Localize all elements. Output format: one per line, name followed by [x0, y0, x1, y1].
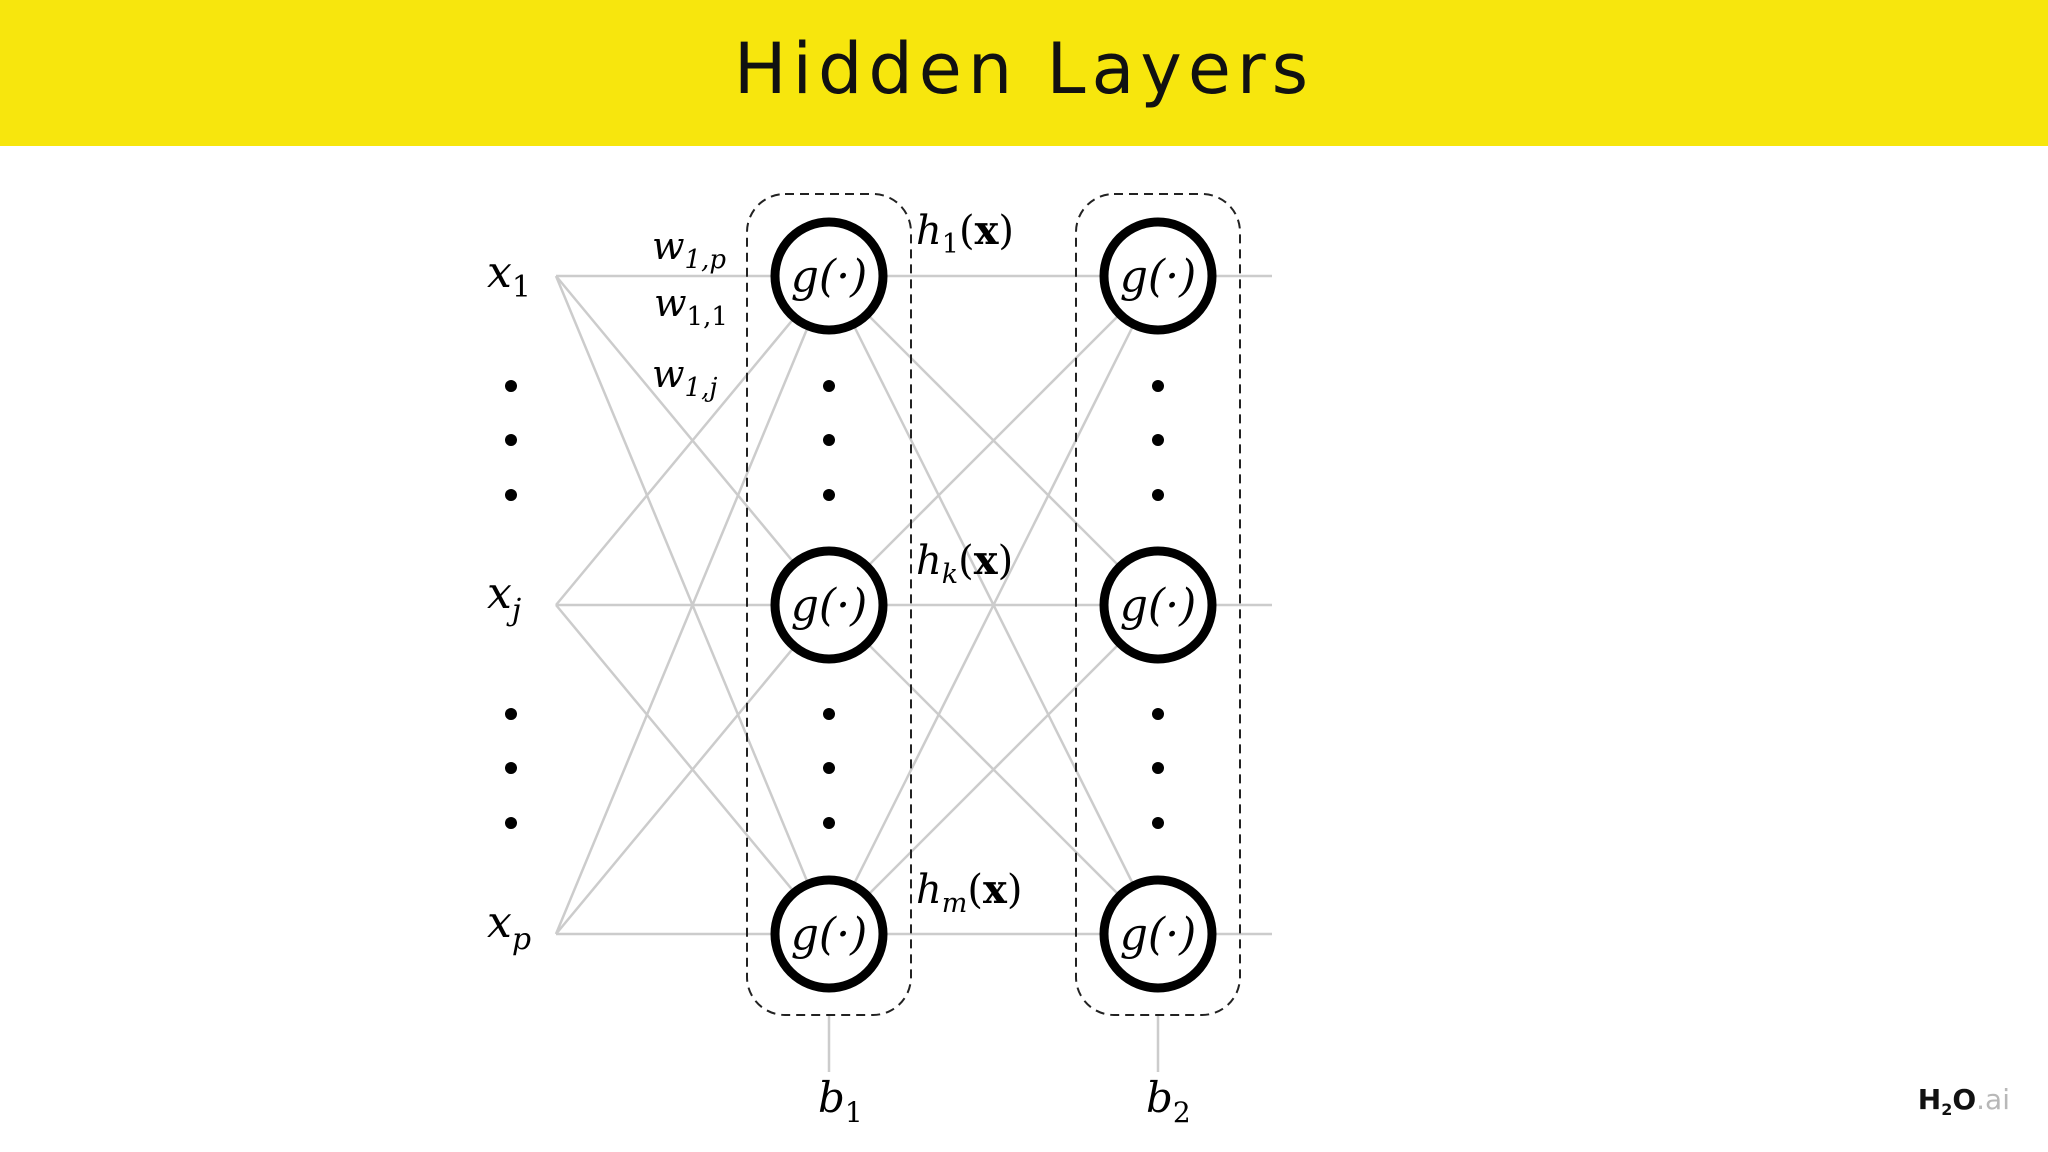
input-label-base: x [487, 897, 512, 948]
input-label-xj: xj [487, 568, 521, 628]
input-label-sub: p [512, 922, 531, 957]
ellipsis-dot [505, 434, 517, 446]
hidden-output-base: h [916, 208, 942, 254]
hidden-output-open: ( [959, 208, 975, 254]
edge-group [554, 274, 1272, 1072]
logo-text-sub: 2 [1941, 1100, 1953, 1119]
hidden-output-arg: x [974, 537, 999, 584]
edge-input-to-hidden1 [555, 604, 830, 935]
hidden-output-open: ( [958, 538, 974, 584]
ellipsis-dot [505, 708, 517, 720]
hidden-output-base: h [916, 538, 942, 584]
neuron-node-label: g(·) [791, 580, 867, 631]
hidden-layer-1-box [746, 193, 912, 1016]
edge-input-to-hidden1 [554, 275, 831, 935]
bias-label-b1: b1 [818, 1073, 863, 1129]
weight-label-sub: 1,1 [687, 302, 728, 332]
hidden-output-arg: x [983, 866, 1008, 913]
node-group [770, 217, 1217, 993]
hidden-output-open: ( [967, 867, 983, 913]
hidden-output-label-hm: hm(x) [916, 866, 1022, 919]
ellipsis-dot [1152, 708, 1164, 720]
neuron-node-label: g(·) [791, 909, 867, 960]
weight-label-base: w [654, 281, 687, 325]
ellipsis-dot [823, 817, 835, 829]
bias-label-base: b [818, 1073, 845, 1122]
hidden-output-sub: m [942, 888, 968, 919]
hidden-output-close: ) [998, 538, 1014, 584]
bias-label-sub: 2 [1173, 1096, 1191, 1129]
ellipsis-dot [823, 380, 835, 392]
title-bar: Hidden Layers [0, 0, 2048, 146]
logo-text-h: H [1917, 1083, 1942, 1116]
neuron-node [1099, 217, 1217, 335]
edge-hidden1-to-hidden2 [827, 275, 1160, 935]
input-label-base: x [487, 568, 512, 619]
ellipsis-dot [505, 380, 517, 392]
weight-label-w1j: w1,j [652, 352, 717, 403]
ellipsis-dot [505, 489, 517, 501]
input-label-x1: x1 [487, 247, 531, 305]
ellipsis-dot [1152, 489, 1164, 501]
weight-label-base: w [652, 224, 685, 268]
ellipsis-dot [1152, 434, 1164, 446]
neuron-node [770, 875, 888, 993]
logo-text-ai: .ai [1976, 1083, 2010, 1116]
neuron-node [1099, 546, 1217, 664]
logo-text-o: O [1952, 1083, 1977, 1116]
ellipsis-dot [823, 434, 835, 446]
neuron-node-label: g(·) [1120, 251, 1196, 302]
hidden-output-label-h1: h1(x) [916, 207, 1014, 260]
weight-label-sub: 1,j [685, 373, 718, 403]
ellipsis-dot [505, 817, 517, 829]
ellipsis-dot [823, 489, 835, 501]
input-label-base: x [487, 247, 512, 298]
weight-label-base: w [652, 352, 685, 396]
bias-label-base: b [1146, 1073, 1173, 1122]
bias-label-b2: b2 [1146, 1073, 1191, 1129]
ellipsis-dot [823, 708, 835, 720]
bias-label-sub: 1 [845, 1096, 863, 1129]
weight-label-w11: w1,1 [654, 281, 728, 332]
input-label-xp: xp [487, 897, 531, 957]
weight-label-sub: 1,p [685, 245, 727, 275]
ellipsis-dot [1152, 817, 1164, 829]
edge-input-to-hidden1 [555, 275, 830, 606]
neuron-node [770, 217, 888, 335]
neuron-node-label: g(·) [1120, 909, 1196, 960]
hidden-layer-2-box [1075, 193, 1241, 1016]
neuron-node [1099, 875, 1217, 993]
node-label-group: g(·) g(·) g(·) g(·) g(·) g(·) [791, 251, 1196, 960]
hidden-output-sub: 1 [942, 229, 959, 260]
layer-box-group [746, 193, 1241, 1016]
input-label-sub: 1 [512, 270, 531, 305]
neuron-node-label: g(·) [791, 251, 867, 302]
slide-title: Hidden Layers [733, 28, 1315, 110]
hidden-output-base: h [916, 867, 942, 913]
hidden-output-close: ) [1007, 867, 1023, 913]
weight-label-w1p: w1,p [652, 224, 726, 275]
ellipsis-group [505, 380, 1164, 829]
neuron-node [770, 546, 888, 664]
hidden-output-arg: x [975, 207, 1000, 254]
ellipsis-dot [1152, 762, 1164, 774]
ellipsis-dot [505, 762, 517, 774]
ellipsis-dot [1152, 380, 1164, 392]
hidden-output-sub: k [942, 559, 958, 590]
edge-hidden1-to-hidden2 [828, 275, 1159, 606]
edge-hidden1-to-hidden2 [828, 604, 1159, 935]
ellipsis-dot [823, 762, 835, 774]
hidden-output-close: ) [998, 208, 1014, 254]
neuron-node-label: g(·) [1120, 580, 1196, 631]
hidden-output-label-hk: hk(x) [916, 537, 1013, 590]
